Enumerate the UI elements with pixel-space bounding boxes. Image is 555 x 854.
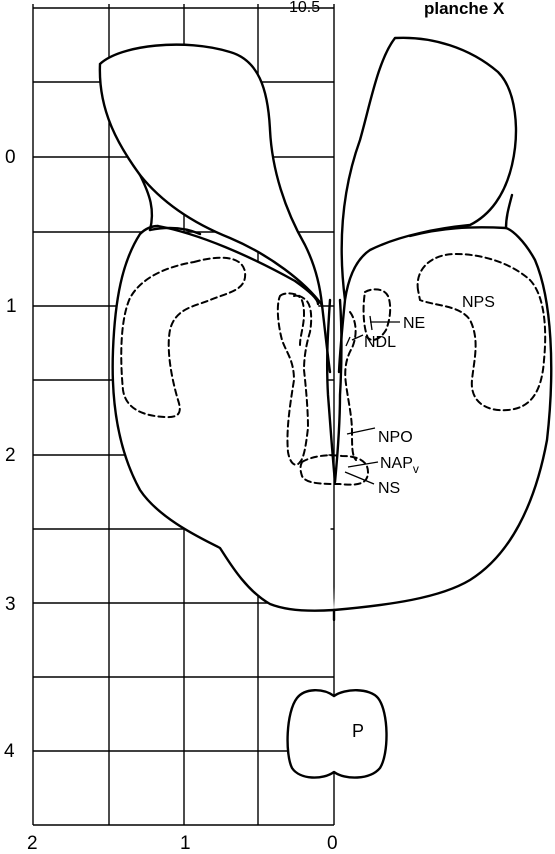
x-tick-label: 2: [27, 833, 38, 854]
y-tick-label: 1: [6, 296, 17, 317]
label-ndl: NDL: [364, 334, 396, 351]
x-tick-label: 0: [327, 833, 338, 854]
label-ne: NE: [403, 315, 425, 332]
y-tick-label: 2: [5, 445, 16, 466]
label-nap-main: NAP: [380, 455, 413, 472]
label-nap-subscript: v: [413, 462, 419, 476]
x-tick-label: 1: [180, 833, 191, 854]
y-tick-label: 0: [5, 147, 16, 168]
plate-label: planche X: [424, 0, 505, 18]
y-tick-label: 4: [4, 741, 15, 762]
label-ns: NS: [378, 480, 400, 497]
label-nps: NPS: [462, 294, 495, 311]
label-npo: NPO: [378, 429, 413, 446]
y-tick-label: 3: [5, 594, 16, 615]
tissue-fill: [100, 38, 551, 778]
y-axis: 0 1 2 3 4: [4, 147, 17, 762]
x-axis: 2 1 0: [27, 833, 338, 854]
label-p: P: [352, 721, 364, 741]
